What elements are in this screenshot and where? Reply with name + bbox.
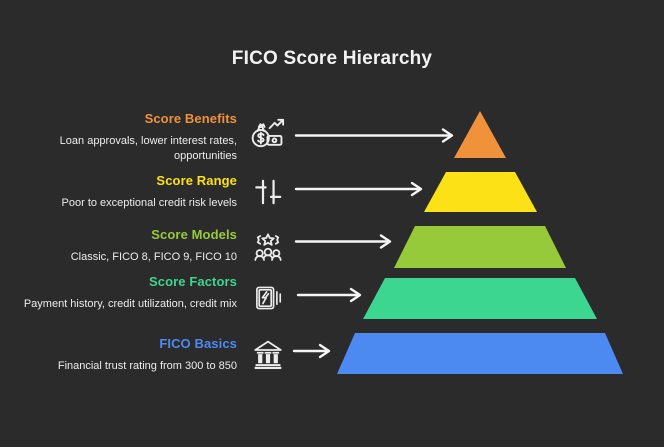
factors-card-icon: [248, 278, 288, 318]
pyramid-level-benefits: [454, 111, 506, 158]
row-label: Score Range: [156, 173, 237, 188]
row-score-models: Score Models Classic, FICO 8, FICO 9, FI…: [17, 227, 237, 265]
pyramid-level-range: [424, 172, 537, 212]
pyramid-level-factors: [363, 278, 597, 319]
arrow-head-factors: [349, 287, 362, 303]
row-label: Score Models: [151, 227, 237, 242]
row-score-range: Score Range Poor to exceptional credit r…: [17, 173, 237, 211]
arrow-head-benefits: [441, 128, 454, 143]
row-description: Financial trust rating from 300 to 850: [57, 360, 237, 372]
page-title: FICO Score Hierarchy: [231, 48, 433, 69]
row-description: Poor to exceptional credit risk levels: [61, 197, 237, 209]
row-score-factors: Score Factors Payment history, credit ut…: [17, 274, 237, 312]
pyramid: [337, 111, 623, 374]
row-description: Loan approvals, lower interest rates, op…: [59, 135, 237, 162]
row-description: Payment history, credit utilization, cre…: [23, 298, 237, 310]
arrow-head-models: [379, 234, 392, 249]
row-score-benefits: Score Benefits Loan approvals, lower int…: [17, 111, 237, 164]
row-label: FICO Basics: [159, 336, 237, 351]
row-label: Score Factors: [148, 274, 237, 289]
arrow-head-basics: [318, 343, 331, 359]
connector-arrows: [292, 128, 454, 359]
pyramid-level-basics: [337, 333, 623, 374]
team-rating-icon: [248, 226, 288, 266]
range-sliders-icon: [248, 172, 288, 212]
row-description: Classic, FICO 8, FICO 9, FICO 10: [70, 251, 237, 263]
pyramid-level-models: [394, 226, 566, 268]
arrow-head-range: [410, 181, 423, 197]
money-growth-icon: [248, 112, 288, 152]
row-fico-basics: FICO Basics Financial trust rating from …: [17, 336, 237, 374]
row-label: Score Benefits: [144, 111, 237, 126]
bank-icon: [248, 335, 288, 375]
